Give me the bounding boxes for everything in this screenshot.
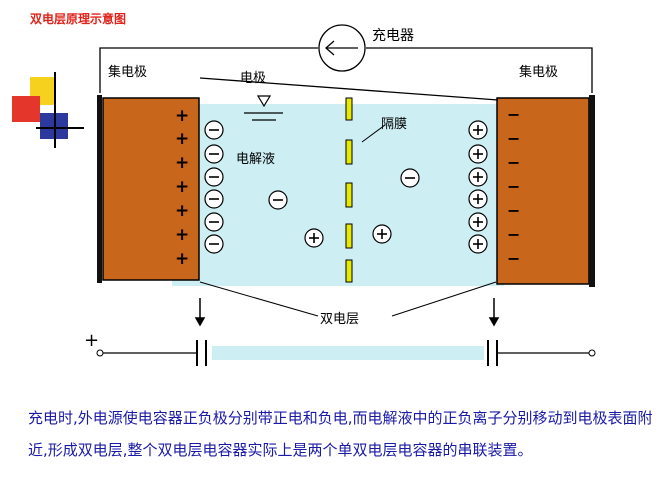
right-electrode-charges: − − − − − − − <box>507 105 520 268</box>
negative-ion <box>204 120 224 140</box>
left-collector-plate <box>97 95 102 283</box>
separator-label: 隔膜 <box>381 117 407 132</box>
minus-sign: − <box>507 129 520 148</box>
explanation-caption: 充电时,外电源使电容器正负极分别带正电和负电,而电解液中的正负离子分别移动到电极… <box>28 409 653 459</box>
charger-label: 充电器 <box>372 28 414 44</box>
plus-sign: + <box>175 177 189 197</box>
electrode-label: 电极 <box>240 71 266 86</box>
plus-sign: + <box>175 225 189 245</box>
double-layer-leader-lines <box>199 281 497 317</box>
electrolyte-region <box>172 104 504 286</box>
right-collector-plate <box>589 95 595 287</box>
ion-layer <box>204 120 488 254</box>
positive-ion <box>372 224 392 244</box>
left-electrode-charges: + + + + + + + <box>175 106 189 269</box>
negative-ion <box>268 190 288 210</box>
positive-ion <box>468 167 488 187</box>
negative-ion <box>400 168 420 188</box>
diagram-title: 双电层原理示意图 <box>30 12 127 26</box>
plus-sign: + <box>175 201 189 221</box>
plus-sign: + <box>175 106 189 126</box>
minus-sign: − <box>507 177 520 196</box>
separator <box>345 97 353 283</box>
positive-ion <box>468 212 488 232</box>
collector-left-label: 集电极 <box>108 64 147 80</box>
positive-ion <box>468 189 488 209</box>
minus-sign: − <box>507 225 520 244</box>
positive-ion <box>468 144 488 164</box>
plus-sign: + <box>175 249 189 269</box>
negative-ion <box>204 167 224 187</box>
charger-circuit <box>99 24 593 101</box>
logo-graphic <box>12 72 84 148</box>
separator-leader-line <box>361 124 386 143</box>
minus-sign: − <box>507 153 520 172</box>
negative-ion <box>204 144 224 164</box>
negative-ion <box>204 189 224 209</box>
positive-ion <box>468 120 488 140</box>
minus-sign: − <box>507 201 520 220</box>
right-electrode <box>496 97 590 285</box>
electrolyte-label: 电解液 <box>236 152 275 167</box>
left-electrode <box>102 97 200 281</box>
negative-ion <box>204 234 224 254</box>
minus-sign: − <box>507 105 520 124</box>
positive-ion <box>468 234 488 254</box>
positive-ion <box>304 228 324 248</box>
minus-sign: − <box>507 249 520 268</box>
plus-sign: + <box>175 129 189 149</box>
negative-ion <box>204 212 224 232</box>
electrode-pointer <box>244 95 283 121</box>
double-layer-label: 双电层 <box>320 312 359 327</box>
equivalent-circuit <box>96 340 596 366</box>
terminal-plus-label: + <box>84 330 99 351</box>
plus-sign: + <box>175 153 189 173</box>
terminal-arrows <box>194 298 500 327</box>
collector-right-label: 集电极 <box>519 64 558 80</box>
